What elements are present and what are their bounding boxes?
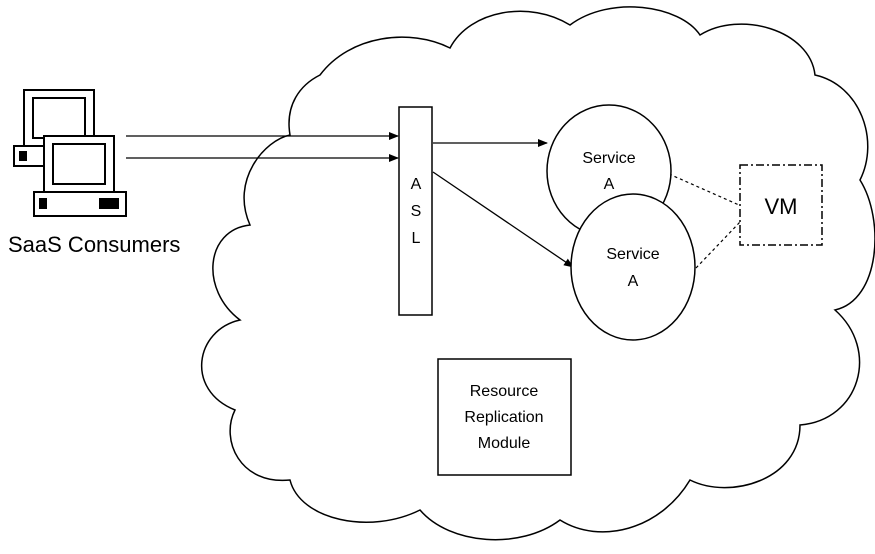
vm-label: VM xyxy=(765,194,798,219)
asl-letter-l: L xyxy=(412,230,421,247)
asl-box xyxy=(398,106,433,316)
resource-module-line2: Replication xyxy=(464,409,543,426)
asl-letter-a: A xyxy=(411,176,422,193)
resource-replication-module-box xyxy=(437,358,572,476)
service-a-bottom-circle xyxy=(570,193,696,341)
cloud-shape xyxy=(200,6,875,541)
vm-box xyxy=(739,164,823,246)
resource-module-line1: Resource xyxy=(470,383,539,400)
asl-letter-s: S xyxy=(411,203,422,220)
service-a-bottom-label-line1: Service xyxy=(606,246,659,263)
asl-to-service-bottom-arrow xyxy=(432,171,574,268)
service-a-top-label-line1: Service xyxy=(582,150,635,167)
service-top-vm-link xyxy=(668,173,740,206)
consumers-label: SaaS Consumers xyxy=(8,232,180,257)
service-a-bottom-label-line2: A xyxy=(628,273,639,290)
computer-terminal-icon xyxy=(13,89,127,217)
resource-module-line3: Module xyxy=(478,435,531,452)
service-a-top-label-line2: A xyxy=(604,176,615,193)
service-bottom-vm-link xyxy=(695,221,741,269)
